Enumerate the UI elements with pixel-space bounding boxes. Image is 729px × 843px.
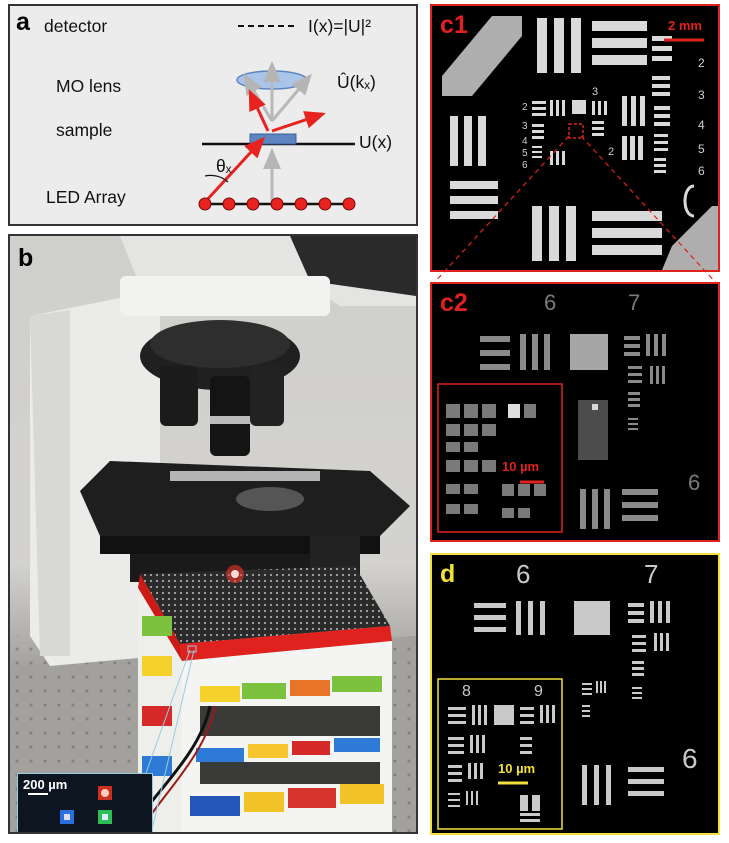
detector-label: detector <box>44 16 108 36</box>
c1-center-num-7: 2 <box>608 146 615 158</box>
panel-a-schematic: a detector I(x)=|U|² MO lens Û(kₓ) sampl… <box>8 4 418 226</box>
c1-center-num-4: 5 <box>522 148 528 159</box>
c1-right-num-5: 6 <box>698 164 705 178</box>
sample-label: sample <box>56 120 113 140</box>
c1-right-num-2: 3 <box>698 88 705 102</box>
d-group-7: 7 <box>644 559 659 589</box>
c1-center-num-1: 2 <box>522 102 528 113</box>
panel-c1-label: c1 <box>440 11 468 39</box>
field-equation: U(x) <box>359 132 393 152</box>
c1-center-num-6: 3 <box>592 86 599 98</box>
usaf-target-wide <box>442 16 718 270</box>
panel-b-photo: b 200 µm <box>8 234 418 834</box>
led-dots <box>198 197 356 211</box>
panel-c1-target-image: c1 2 mm 2 3 4 5 6 2 3 4 5 6 3 2 <box>430 4 720 272</box>
c1-center-num-3: 4 <box>522 136 528 147</box>
led-closeup-inset: 200 µm <box>17 773 153 832</box>
c1-right-num-1: 2 <box>698 56 705 70</box>
panel-c2-label: c2 <box>440 289 468 317</box>
panel-a-label: a <box>16 8 30 36</box>
c1-right-num-3: 4 <box>698 118 705 132</box>
sample-rect <box>249 133 297 145</box>
panel-d-label: d <box>440 560 456 588</box>
panel-c2-zoom-image: c2 6 7 10 µm 6 <box>430 282 720 542</box>
c2-scale-label: 10 µm <box>502 459 540 474</box>
c2-blurred-target <box>437 334 666 533</box>
d-reconstructed-target <box>437 601 670 830</box>
d-group-8: 8 <box>462 683 471 700</box>
panel-d-reconstruction: d 6 7 8 9 10 µm 6 <box>430 553 720 835</box>
c1-right-num-4: 5 <box>698 142 705 156</box>
zoom-region-marker <box>568 123 584 139</box>
c1-center-num-2: 3 <box>522 121 528 132</box>
spectrum-equation: Û(kₓ) <box>337 72 376 92</box>
d-group-6: 6 <box>516 559 531 589</box>
c2-group-6: 6 <box>544 290 557 315</box>
schematic-drawing <box>198 25 356 211</box>
c1-scale-label: 2 mm <box>668 18 702 33</box>
angle-label: θₓ <box>216 156 232 176</box>
microscope-photo <box>10 236 416 832</box>
c1-center-num-5: 6 <box>522 160 528 171</box>
panel-b-label: b <box>18 244 34 272</box>
mo-lens-label: MO lens <box>56 76 122 96</box>
inset-scale-label: 200 µm <box>23 777 68 792</box>
c2-side-number: 6 <box>688 470 701 495</box>
d-group-9: 9 <box>534 683 543 700</box>
d-scale-label: 10 µm <box>498 761 536 776</box>
led-array-label: LED Array <box>46 187 126 207</box>
d-side-number: 6 <box>682 743 698 774</box>
c2-group-7: 7 <box>628 290 641 315</box>
intensity-equation: I(x)=|U|² <box>308 16 372 36</box>
